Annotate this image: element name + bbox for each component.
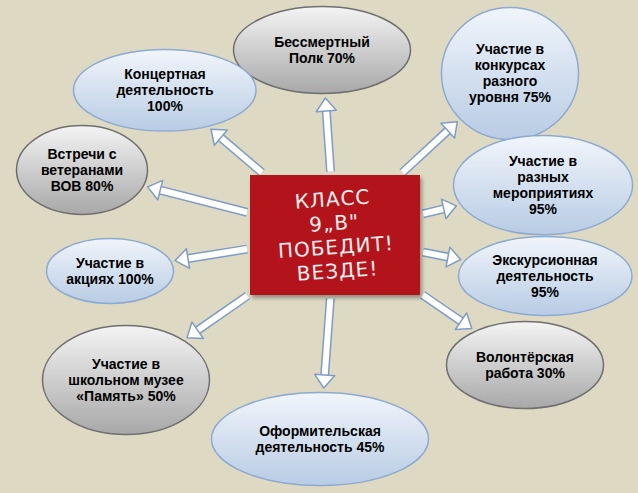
block-arrow — [187, 296, 248, 339]
ellipse-fill — [453, 135, 632, 234]
activity-label: Концертная деятельность 100% — [100, 66, 230, 114]
activity-ellipse: Бессмертный Полк 70% — [232, 5, 412, 95]
block-arrow — [422, 295, 471, 330]
ellipse-fill — [74, 49, 257, 131]
block-arrow — [148, 180, 247, 212]
block-arrow — [423, 199, 456, 218]
arrow-shaft-fill — [423, 252, 449, 257]
activity-ellipse: Участие в акциях 100% — [45, 237, 175, 305]
ellipse-fill — [442, 7, 579, 139]
activity-label: Волонтёрская работа 30% — [468, 349, 583, 381]
arrow-head — [446, 247, 461, 267]
arrow-head — [175, 249, 189, 269]
activity-label: Участие в разных мероприятиях 95% — [484, 153, 602, 217]
block-arrow — [316, 98, 336, 172]
activity-ellipse: Участие в разных мероприятиях 95% — [452, 134, 634, 236]
block-arrow — [315, 298, 335, 388]
arrow-shaft-fill — [422, 295, 462, 322]
arrow-head — [148, 180, 163, 199]
arrow-shaft-fill — [220, 137, 262, 173]
ellipse-fill — [458, 237, 632, 316]
block-arrow — [211, 129, 262, 172]
arrow-shaft-fill — [325, 298, 331, 376]
ellipse-fill — [17, 126, 148, 215]
banner-flag: КЛАСС 9„В" ПОБЕДИТ! ВЕЗДЕ! — [250, 175, 420, 296]
block-arrow — [402, 122, 457, 173]
block-arrow — [423, 247, 461, 267]
arrow-head — [441, 199, 456, 218]
activity-ellipse: Волонтёрская работа 30% — [445, 320, 605, 410]
activity-ellipse: Встречи с ветеранами ВОВ 80% — [15, 124, 149, 216]
activity-label: Оформительская деятельность 45% — [241, 423, 399, 455]
activity-ellipse: Участие в конкурсах разного уровня 75% — [440, 6, 580, 141]
ellipse-fill — [447, 322, 604, 409]
activity-label: Бессмертный Полк 70% — [257, 34, 387, 66]
activity-ellipse: Оформительская деятельность 45% — [210, 391, 430, 487]
activity-label: Участие в школьном музее «Память» 50% — [65, 356, 187, 404]
arrow-head — [441, 122, 457, 138]
arrow-head — [316, 98, 336, 112]
arrow-shaft-fill — [196, 296, 247, 331]
ellipse-fill — [43, 326, 210, 435]
arrow-shaft-fill — [186, 249, 247, 259]
banner-text: КЛАСС 9„В" ПОБЕДИТ! ВЕЗДЕ! — [267, 183, 403, 288]
activity-ellipse: Участие в школьном музее «Память» 50% — [41, 324, 211, 436]
activity-label: Участие в конкурсах разного уровня 75% — [460, 41, 561, 105]
activity-label: Экскурсионная деятельность 95% — [484, 252, 605, 300]
activity-ellipse: Концертная деятельность 100% — [72, 48, 258, 133]
activity-label: Встречи с ветеранами ВОВ 80% — [34, 146, 130, 194]
block-arrow — [175, 249, 247, 269]
arrow-shaft-fill — [423, 208, 445, 213]
activity-label: Участие в акциях 100% — [63, 255, 157, 287]
activity-ellipse: Экскурсионная деятельность 95% — [457, 235, 634, 317]
arrow-head — [455, 313, 471, 330]
ellipse-fill — [212, 393, 429, 486]
arrow-shaft-fill — [159, 190, 247, 213]
arrow-head — [211, 129, 227, 145]
arrow-shaft-fill — [326, 109, 330, 171]
arrow-head — [187, 322, 203, 338]
ellipse-fill — [234, 7, 411, 94]
ellipse-fill — [47, 239, 174, 304]
arrow-shaft-fill — [402, 130, 448, 173]
arrow-head — [315, 374, 335, 388]
